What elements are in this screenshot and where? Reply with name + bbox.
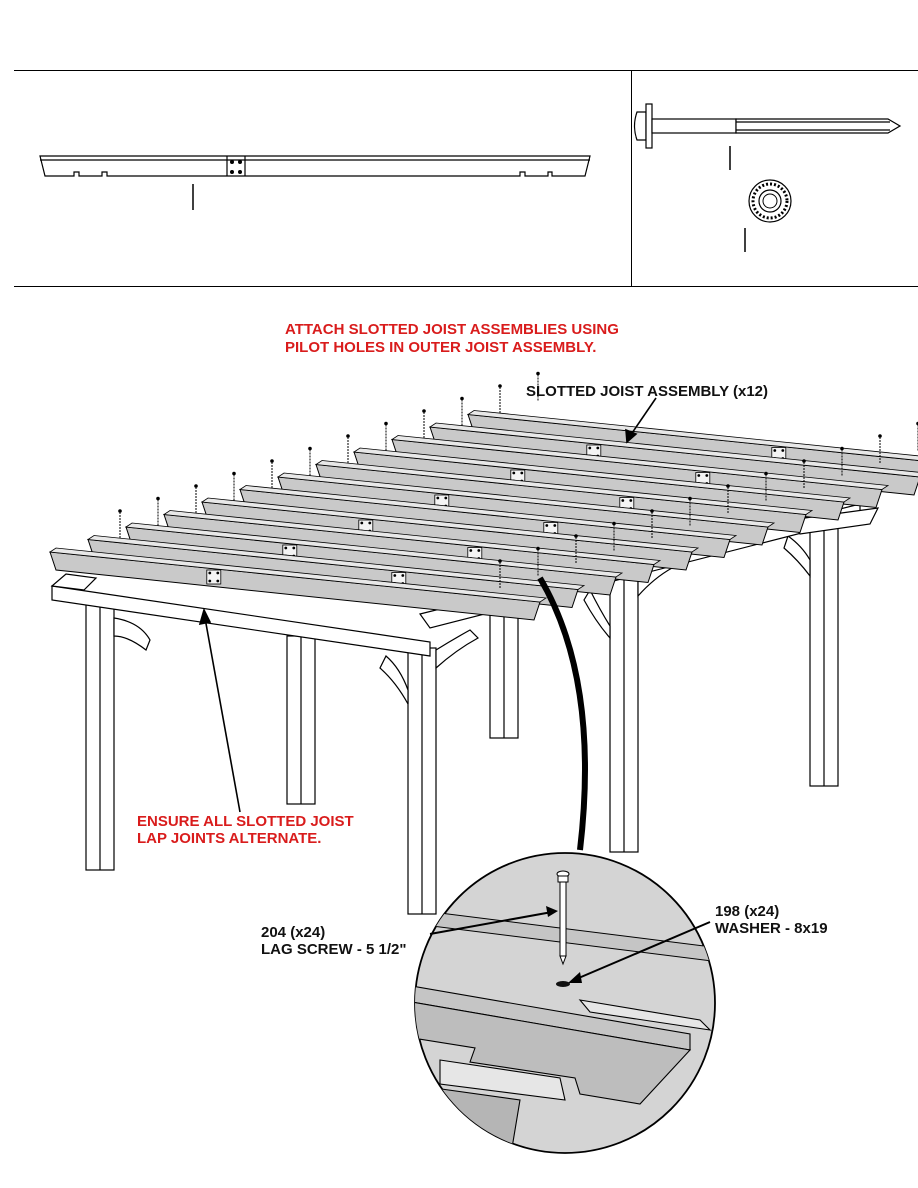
joist-bolt-holes [230, 160, 242, 174]
slotted-joist-callout: SLOTTED JOIST ASSEMBLY (x12) [526, 383, 768, 400]
lag-screw-qty: 204 (x24) [261, 924, 326, 941]
ensure-callout-line-2: LAP JOINTS ALTERNATE. [137, 830, 322, 847]
slotted-joist [48, 509, 548, 621]
detail-circle [414, 852, 716, 1154]
parts-box-top-rule [14, 70, 918, 71]
washer-qty: 198 (x24) [715, 903, 780, 920]
ensure-callout-line-1: ENSURE ALL SLOTTED JOIST [137, 813, 354, 830]
parts-box-divider [631, 70, 632, 286]
slotted-joist-part-icon [39, 155, 591, 177]
lag-screw-part-icon [633, 103, 902, 149]
leader-arrows [198, 397, 657, 851]
lag-screw-name: LAG SCREW - 5 1/2" [261, 941, 407, 958]
front-beam [50, 573, 431, 657]
parts-box-bottom-rule [14, 286, 918, 287]
washer-part-icon [748, 179, 792, 223]
instruction-line-1: ATTACH SLOTTED JOIST ASSEMBLIES USING [285, 321, 619, 338]
instruction-line-2: PILOT HOLES IN OUTER JOIST ASSEMBLY. [285, 339, 597, 356]
washer-name: WASHER - 8x19 [715, 920, 828, 937]
detail-lag-screw [556, 870, 570, 966]
pergola-posts [85, 527, 839, 915]
pergola-braces [113, 535, 811, 705]
slotted-joist-assemblies [48, 371, 918, 621]
detail-washer [556, 981, 570, 987]
